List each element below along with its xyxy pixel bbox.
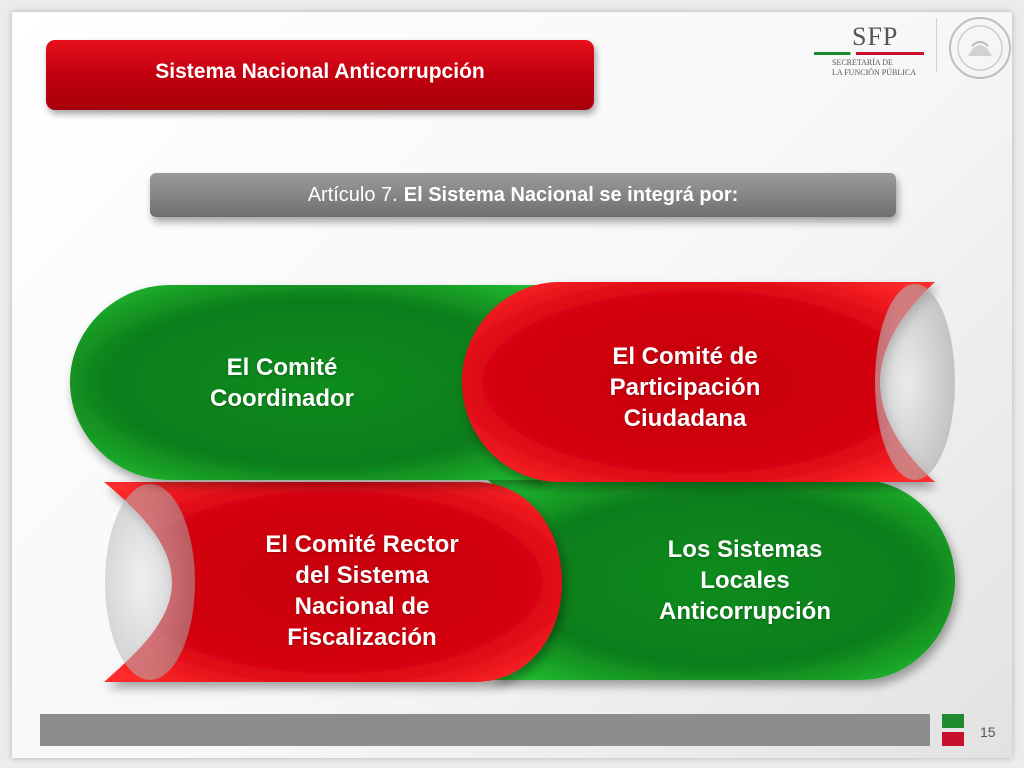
page-number: 15 <box>980 724 996 740</box>
sfp-logo: SFP SECRETARÍA DE LA FUNCIÓN PÚBLICA <box>812 22 932 77</box>
national-seal-icon <box>949 17 1011 79</box>
article-banner: Artículo 7. El Sistema Nacional se integ… <box>150 173 896 217</box>
label-line: El Comité Rector <box>265 531 459 558</box>
flag-green-square <box>942 714 964 728</box>
label-line: Ciudadana <box>623 405 747 432</box>
hole-right-top <box>875 284 955 480</box>
article-prefix: Artículo 7. <box>307 183 398 206</box>
flag-red-square <box>942 732 964 746</box>
shape-comite-coordinador <box>70 285 570 480</box>
logo-acronym: SFP <box>852 22 899 51</box>
logo-text-line1: SECRETARÍA DE <box>832 58 893 67</box>
label-sistemas-locales: Los Sistemas Locales Anticorrupción <box>620 534 870 627</box>
logo-tricolor-line <box>814 52 924 55</box>
label-line: Coordinador <box>210 385 354 412</box>
label-line: Fiscalización <box>287 624 437 651</box>
hole-left-bottom <box>105 484 195 680</box>
label-comite-rector: El Comité Rector del Sistema Nacional de… <box>232 529 492 653</box>
label-line: del Sistema <box>295 562 429 589</box>
shape-los-sistemas-locales <box>488 480 955 680</box>
footer-bar <box>40 714 930 746</box>
label-line: Los Sistemas <box>667 536 823 563</box>
label-line: Nacional de <box>294 593 430 620</box>
logo-divider <box>936 18 937 72</box>
label-line: El Comité de <box>612 343 758 370</box>
title-banner: Sistema Nacional Anticorrupción <box>46 40 594 110</box>
logo-text-line2: LA FUNCIÓN PÚBLICA <box>832 68 917 77</box>
shape-comite-rector <box>104 482 562 682</box>
slide-title: Sistema Nacional Anticorrupción <box>155 60 485 83</box>
article-statement: El Sistema Nacional se integrá por: <box>403 183 739 206</box>
label-line: Anticorrupción <box>659 598 831 625</box>
label-line: Participación <box>609 374 761 401</box>
label-comite-coordinador: El Comité Coordinador <box>172 352 392 414</box>
shape-comite-participacion <box>462 282 935 482</box>
label-comite-participacion: El Comité de Participación Ciudadana <box>560 341 810 434</box>
label-line: El Comité <box>226 354 338 381</box>
label-line: Locales <box>700 567 790 594</box>
